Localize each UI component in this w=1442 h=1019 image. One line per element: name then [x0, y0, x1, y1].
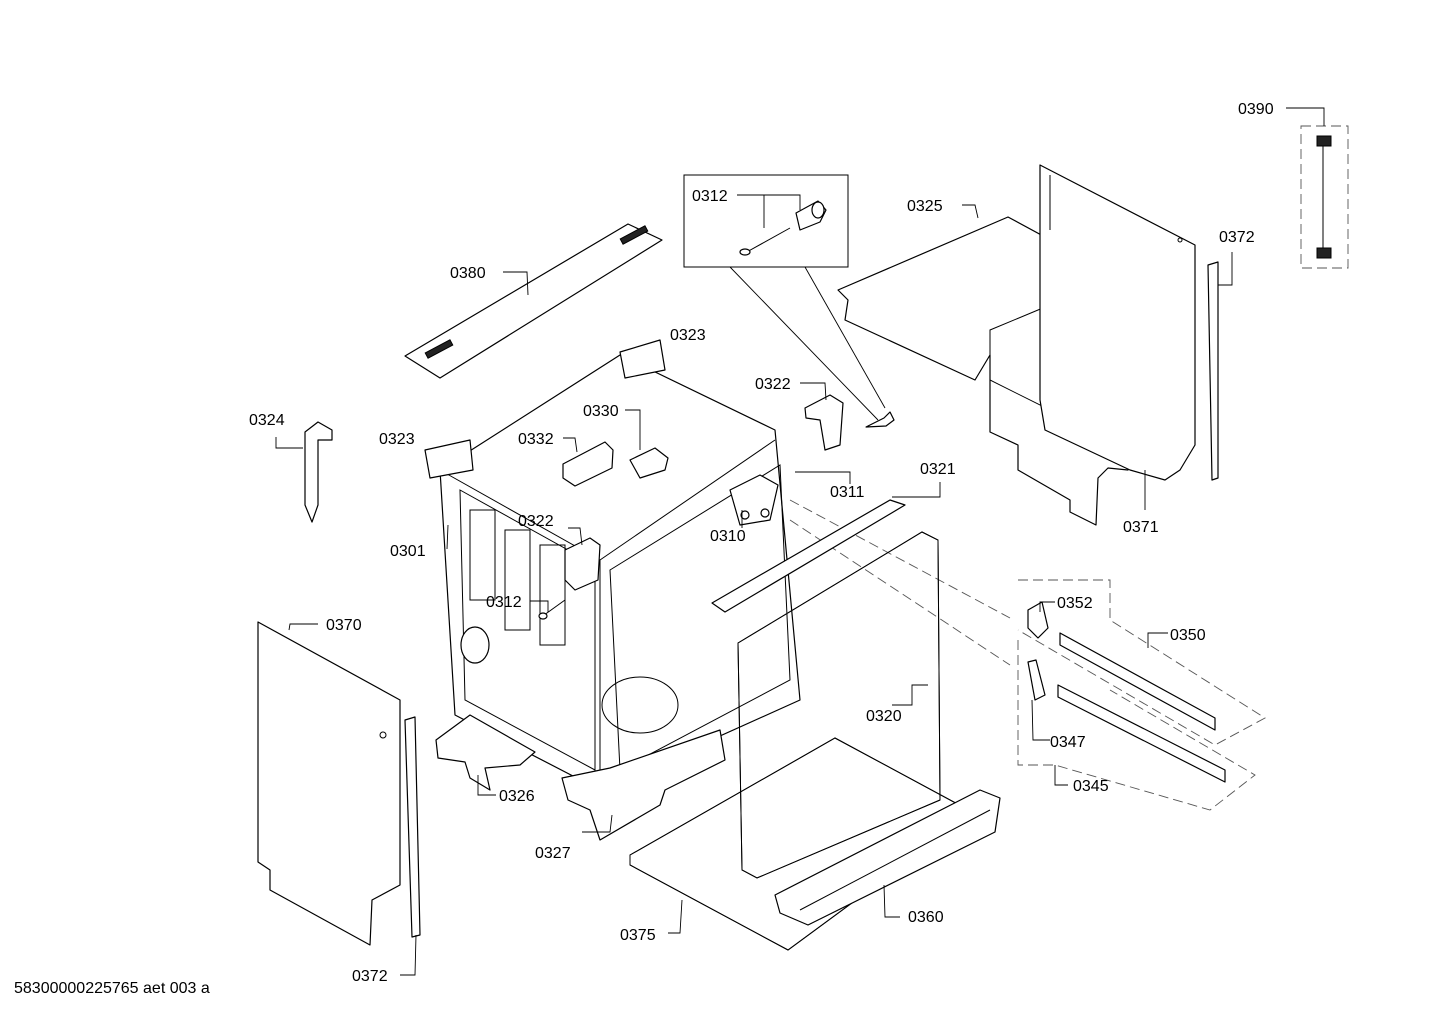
label-0312-detail: 0312	[692, 188, 728, 205]
part-0312-detail-box	[683, 174, 895, 428]
label-0324: 0324	[249, 412, 285, 429]
label-0360: 0360	[908, 909, 944, 926]
part-0350-group	[1017, 579, 1266, 746]
part-0327-base	[561, 729, 726, 841]
label-0320: 0320	[866, 708, 902, 725]
part-0370-side-panel	[257, 621, 401, 946]
label-0347: 0347	[1050, 734, 1086, 751]
part-0321-trim	[711, 482, 941, 613]
label-0372-bottom: 0372	[352, 968, 388, 985]
part-0380-top-plate	[404, 223, 663, 379]
label-0332: 0332	[518, 431, 554, 448]
part-0320-gasket	[737, 531, 941, 879]
label-0370: 0370	[326, 617, 362, 634]
label-0321: 0321	[920, 461, 956, 478]
label-0375: 0375	[620, 927, 656, 944]
label-0390: 0390	[1238, 101, 1274, 118]
label-0327: 0327	[535, 845, 571, 862]
label-0310: 0310	[710, 528, 746, 545]
label-0323-top: 0323	[670, 327, 706, 344]
part-0371-side-panel	[1039, 164, 1196, 510]
part-0372-strip-left	[400, 716, 421, 976]
part-0326-base	[435, 714, 536, 796]
label-0372-top: 0372	[1219, 229, 1255, 246]
label-0326: 0326	[499, 788, 535, 805]
part-0332	[562, 437, 614, 487]
label-0350: 0350	[1170, 627, 1206, 644]
part-0301-tub	[424, 339, 801, 791]
part-0312-mid	[530, 599, 566, 620]
part-0311-0310-bracket	[729, 471, 1011, 666]
part-0322-mid	[564, 527, 601, 591]
label-0371: 0371	[1123, 519, 1159, 536]
part-0324	[275, 421, 333, 523]
part-0372-strip-right	[1207, 252, 1233, 481]
part-0390-cable	[1286, 107, 1349, 269]
label-0322-mid: 0322	[518, 513, 554, 530]
part-0360-tray	[774, 789, 1001, 926]
label-0345: 0345	[1073, 778, 1109, 795]
label-0301: 0301	[390, 543, 426, 560]
part-0345-group	[1017, 640, 1256, 811]
label-0352: 0352	[1057, 595, 1093, 612]
drawing-code: 58300000225765 aet 003 a	[14, 980, 210, 997]
label-0380: 0380	[450, 265, 486, 282]
label-0323-left: 0323	[379, 431, 415, 448]
part-0330	[625, 409, 669, 479]
label-0312-mid: 0312	[486, 594, 522, 611]
label-0325: 0325	[907, 198, 943, 215]
label-0330: 0330	[583, 403, 619, 420]
label-0322-top: 0322	[755, 376, 791, 393]
label-0311: 0311	[830, 484, 865, 501]
part-0322-hinge-top	[800, 382, 844, 451]
